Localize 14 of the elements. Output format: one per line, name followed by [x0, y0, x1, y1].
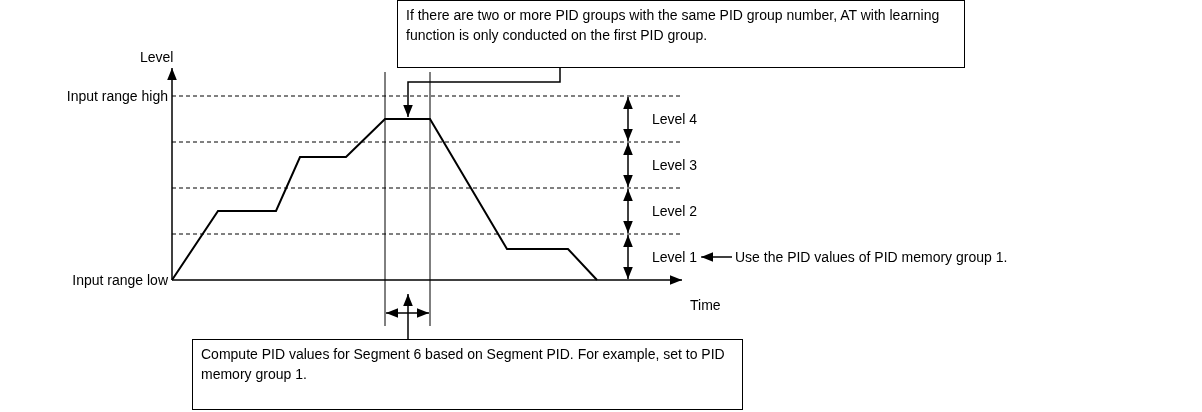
- level-label: Level 3: [652, 156, 698, 174]
- note-text: Use the PID values of PID memory group 1.: [735, 248, 1008, 266]
- level-label: Level 1: [652, 248, 698, 266]
- arrow: [700, 252, 733, 262]
- arrow: [403, 293, 413, 340]
- callout-box: Compute PID values for Segment 6 based on Segment PID. For example, set to PID memory group 1.: [192, 339, 743, 410]
- level-label: Level 4: [652, 110, 698, 128]
- axis-label: Time: [690, 296, 721, 314]
- level-label: Level 2: [652, 202, 698, 220]
- axis-label: Input range high: [66, 87, 168, 105]
- callout-box: If there are two or more PID groups with the same PID group number, AT with learning function is only conducted on the first PID group.: [397, 0, 965, 68]
- axis-label: Input range low: [72, 271, 168, 289]
- arrow: [403, 67, 561, 118]
- axis-label: Level: [140, 48, 174, 66]
